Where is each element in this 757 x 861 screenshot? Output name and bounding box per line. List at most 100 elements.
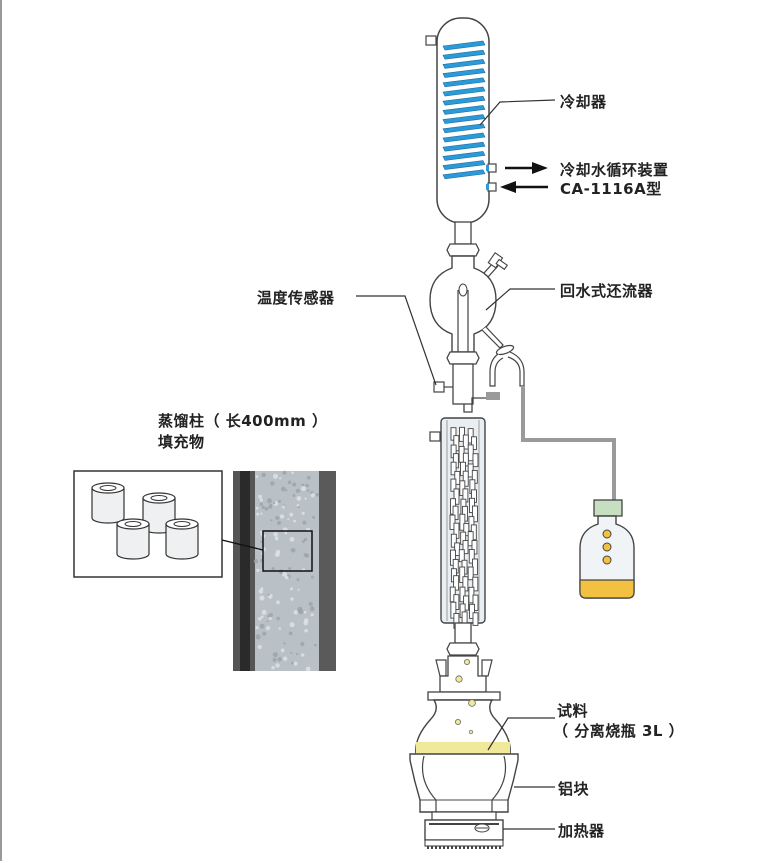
- packing-grain: [282, 470, 287, 475]
- label-column: 蒸馏柱（ 长400mm ）: [158, 412, 328, 430]
- packing-ring: [467, 566, 474, 581]
- packing-grain: [306, 489, 310, 492]
- coil-turn: [442, 132, 486, 143]
- raschig-ring: [116, 518, 150, 560]
- packing-grain: [289, 587, 294, 591]
- heater-fin: [499, 846, 501, 849]
- packing-grain: [258, 617, 262, 621]
- label-temperature-sensor: 温度传感器: [257, 289, 335, 307]
- reflux-separator: [429, 252, 525, 405]
- packing-grain: [306, 475, 311, 480]
- packing-inset: [73, 470, 336, 672]
- packing-grain: [281, 505, 286, 509]
- packing-grain: [305, 483, 309, 488]
- packing-grain: [262, 631, 267, 636]
- heater-fin: [447, 846, 449, 849]
- packing-ring: [472, 594, 479, 611]
- coil-turn: [442, 95, 486, 106]
- packing-grain: [276, 600, 280, 605]
- packing-grain: [304, 497, 307, 500]
- coil-turn: [442, 40, 486, 51]
- packing-ring: [468, 549, 475, 564]
- packing-grain: [266, 620, 269, 623]
- condenser: [425, 17, 497, 257]
- heater-fin: [439, 846, 441, 849]
- heater-fin: [471, 846, 473, 849]
- coolant-inlet-port: [487, 182, 497, 192]
- receiver-bottle: [579, 499, 635, 599]
- label-packing: 填充物: [158, 433, 205, 451]
- packing-grain: [282, 656, 288, 661]
- packing-grain: [304, 629, 308, 633]
- label-coolant-model: CA-1116A型: [560, 180, 662, 198]
- packing-grain: [258, 589, 264, 594]
- packing-grain: [293, 661, 298, 666]
- packing-grain: [266, 498, 272, 504]
- packing-grain: [310, 493, 315, 498]
- packing-grain: [271, 567, 275, 571]
- heater-fin: [495, 846, 497, 849]
- packing-ring: [467, 444, 474, 462]
- coil-turn: [442, 86, 486, 97]
- heater-fin: [455, 846, 457, 849]
- packing-ring: [450, 533, 457, 548]
- packing-grain: [283, 642, 286, 645]
- packing-grain: [293, 519, 296, 523]
- packing-grain: [256, 512, 260, 516]
- packing-ring: [463, 595, 470, 611]
- packing-ring: [471, 436, 477, 450]
- packing-grain: [305, 666, 311, 672]
- packing-grain: [261, 505, 265, 510]
- packing-grain: [284, 575, 289, 580]
- packing-grain: [290, 547, 296, 553]
- packing-grain: [261, 609, 267, 615]
- packing-grain: [289, 536, 295, 542]
- packing-grain: [315, 492, 320, 497]
- packing-grain: [301, 540, 305, 543]
- packing-grain: [277, 499, 282, 504]
- packing-ring: [462, 434, 469, 450]
- packing-ring: [450, 478, 457, 492]
- packing-grain: [314, 643, 317, 647]
- condenser-top-port: [425, 35, 437, 46]
- packing-grain: [303, 610, 307, 614]
- packing-grain: [274, 536, 279, 541]
- packing-grain: [257, 644, 262, 650]
- packing-ring: [450, 601, 457, 619]
- arrow-right-icon: [505, 162, 548, 174]
- packing-grain: [280, 486, 286, 492]
- packing-grain: [295, 488, 301, 494]
- packing-grain: [255, 506, 259, 510]
- packing-grain: [296, 652, 299, 656]
- packing-grain: [277, 657, 282, 662]
- zoom-frame: [262, 530, 313, 572]
- heater-fin: [435, 846, 437, 849]
- joint: [446, 243, 480, 257]
- packing-grain: [298, 609, 304, 615]
- raschig-ring: [165, 518, 199, 560]
- packing-grain: [289, 512, 294, 517]
- packing-grain: [272, 652, 278, 658]
- packing-grain: [273, 531, 278, 537]
- packing-grain: [260, 615, 264, 619]
- coil-turn: [442, 160, 486, 170]
- packing-grain: [287, 480, 292, 485]
- packing-grain: [270, 519, 273, 522]
- coil-turn: [442, 123, 486, 134]
- hose-connector: [486, 392, 500, 400]
- coolant-outlet-port: [487, 163, 497, 173]
- packing-ring: [472, 505, 478, 523]
- packing-grain: [259, 623, 265, 629]
- packing-grain: [278, 627, 282, 630]
- packing-ring: [472, 453, 479, 468]
- packing-ring: [463, 523, 470, 537]
- label-heater: 加热器: [558, 822, 605, 840]
- packing-grain: [312, 515, 316, 519]
- packing-grain: [267, 593, 270, 597]
- packing-ring: [462, 470, 469, 487]
- packing-grain: [308, 601, 313, 606]
- packing-grain: [275, 515, 280, 521]
- coil-turn: [442, 77, 486, 88]
- packing-grain: [261, 472, 266, 478]
- packing-grain: [272, 501, 276, 505]
